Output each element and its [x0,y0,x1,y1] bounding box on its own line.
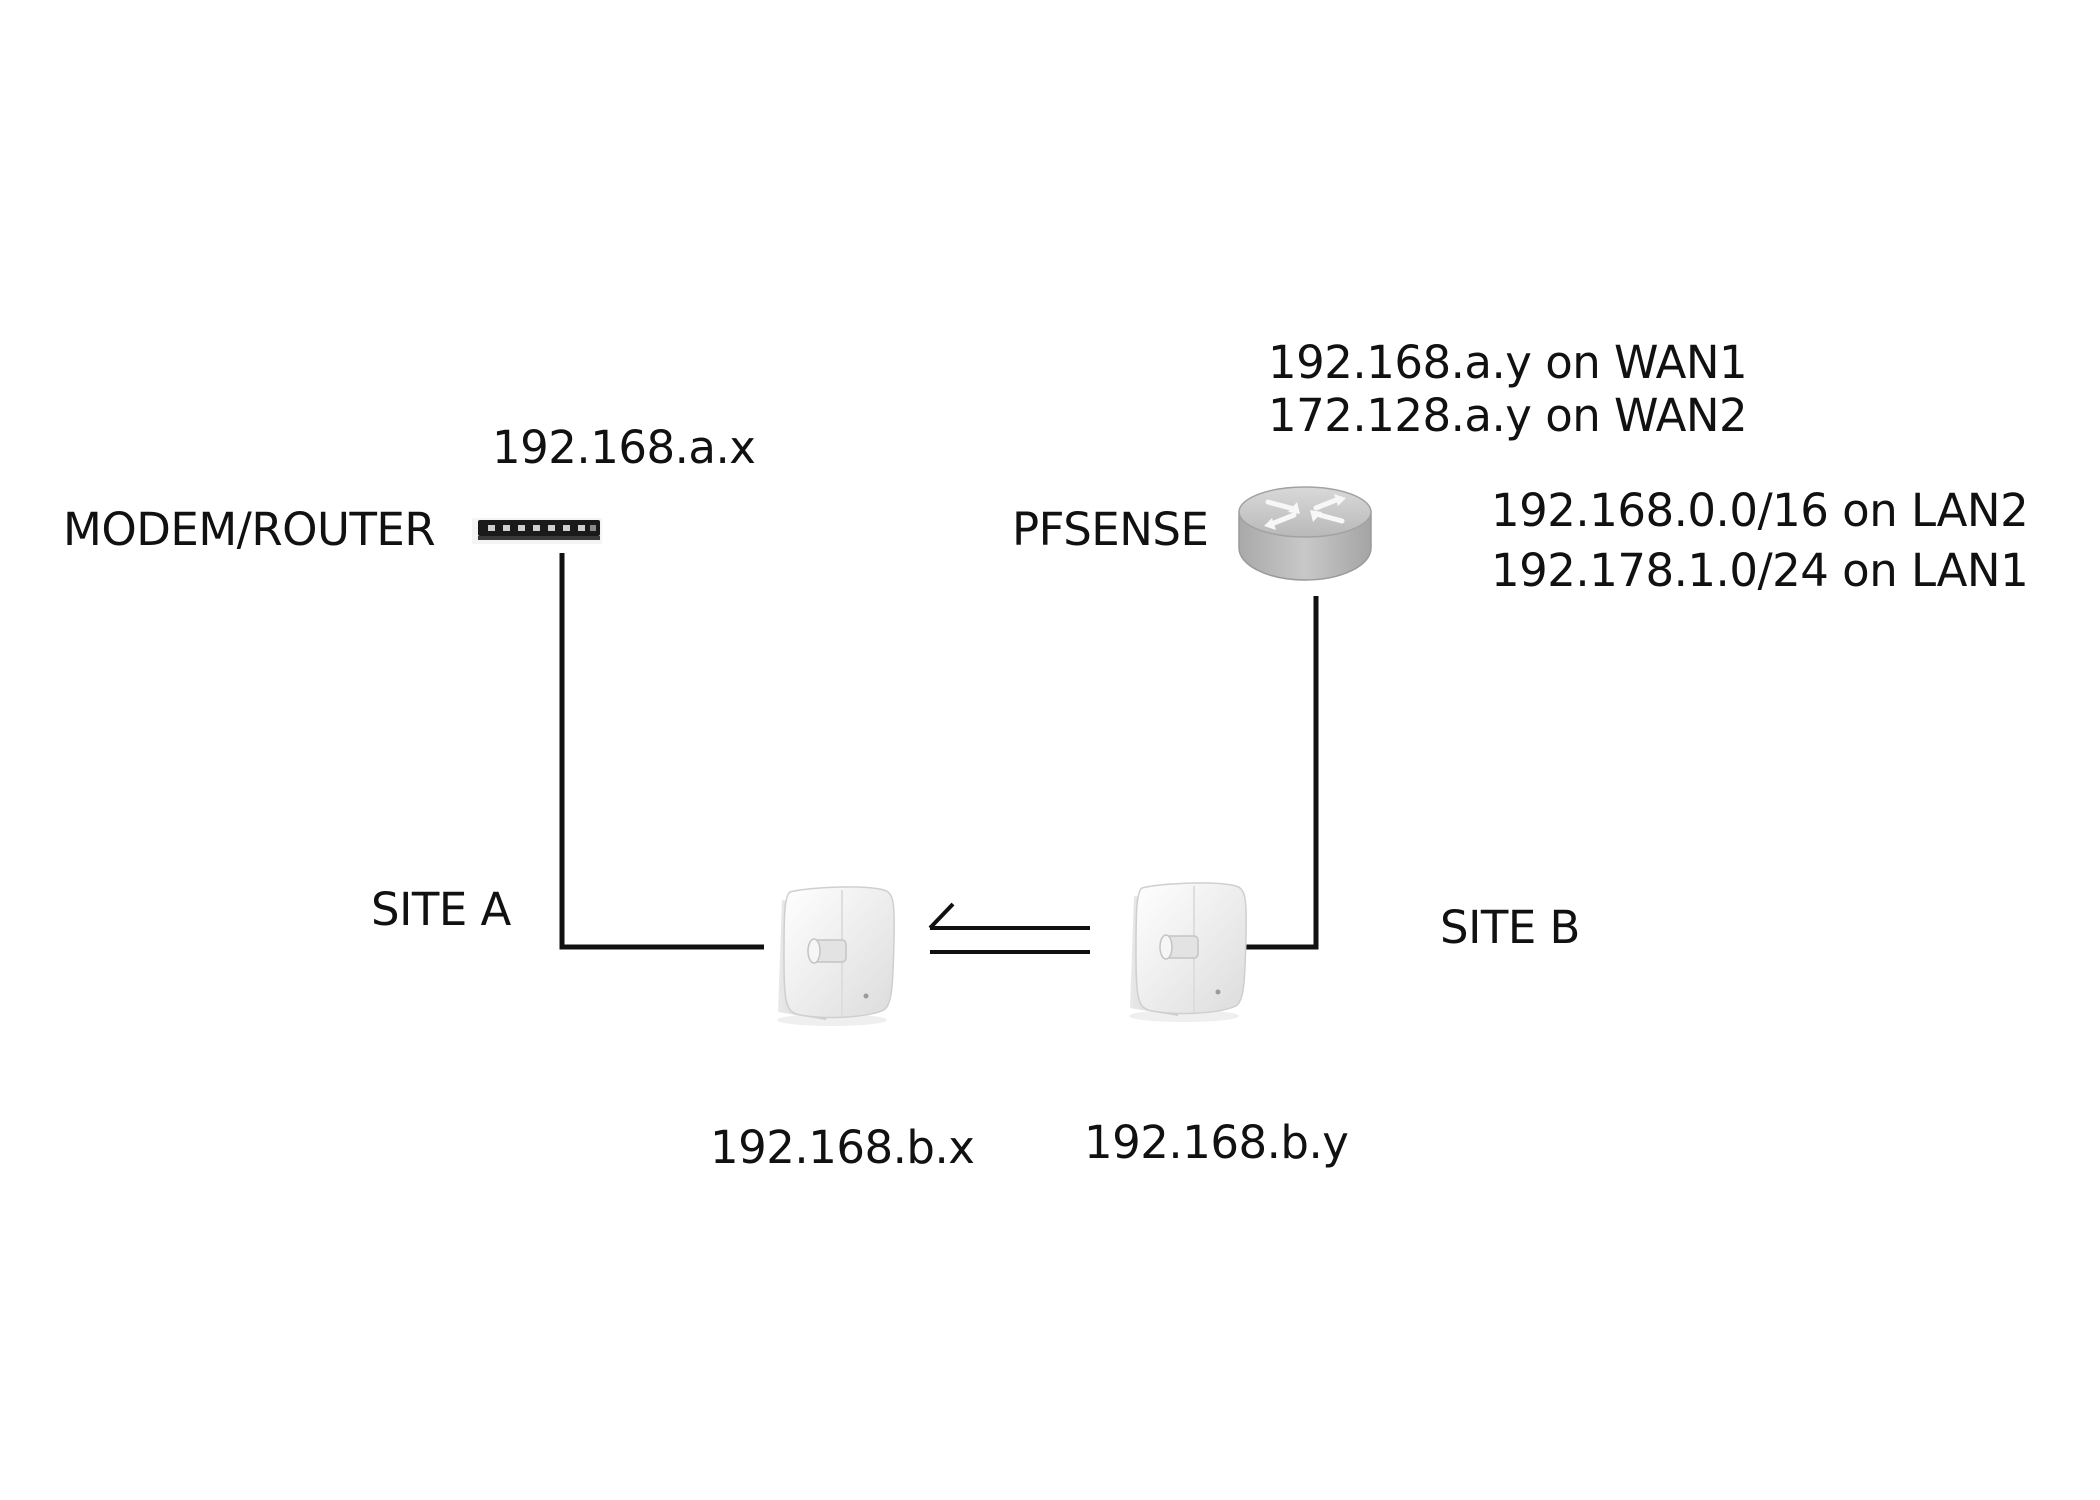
site-a-label: SITE A [371,883,511,936]
network-switch-icon [472,518,602,544]
pfsense-lan2-label: 192.168.0.0/16 on LAN2 [1491,484,2029,537]
pfsense-wan2-label: 172.128.a.y on WAN2 [1268,389,1748,442]
modem-router-label: MODEM/ROUTER [63,503,436,556]
antenna-a-ip-label: 192.168.b.x [710,1121,975,1174]
modem-ip-label: 192.168.a.x [492,421,756,474]
modem-to-antenna-a-cable [559,553,764,950]
pfsense-wan1-label: 192.168.a.y on WAN1 [1268,336,1748,389]
site-b-label: SITE B [1440,901,1580,954]
antenna-b-to-pfsense-cable [1245,596,1319,950]
wireless-link-arrow-icon [928,902,1090,954]
pfsense-label: PFSENSE [1012,503,1209,556]
wireless-antenna-icon [777,886,895,1026]
antenna-b-ip-label: 192.168.b.y [1084,1116,1349,1169]
router-icon [1238,486,1372,581]
pfsense-lan1-label: 192.178.1.0/24 on LAN1 [1491,544,2029,597]
wireless-antenna-icon [1129,882,1247,1022]
